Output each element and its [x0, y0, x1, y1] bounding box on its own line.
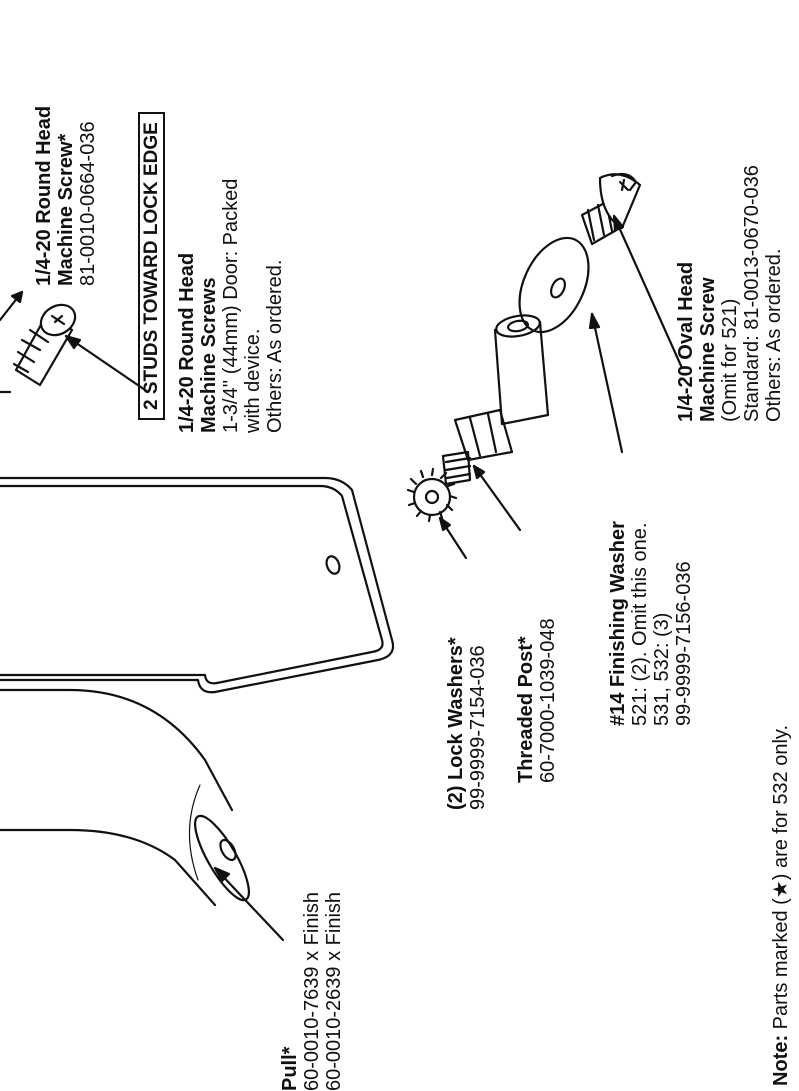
round-head-screw-top-name2: Machine Screw*: [55, 133, 77, 286]
pull-arrow: [213, 866, 285, 942]
lock-washers-arrow: [438, 516, 468, 560]
studs-box-text: 2 STUDS TOWARD LOCK EDGE: [138, 112, 165, 420]
round-head-screw-top-label: 1/4-20 Round Head Machine Screw* 81-0010…: [33, 105, 100, 286]
round-head-screws-line-1: 1-3/4'' (44mm) Door: Packed: [220, 178, 242, 433]
pull-part-1: 60-0010-7639 x Finish: [301, 891, 323, 1091]
round-head-screws-arrow: [64, 334, 150, 394]
round-head-machine-screws: [12, 303, 77, 387]
threaded-post: [441, 314, 550, 486]
pull-handle: [0, 688, 250, 907]
finishing-washer-name: #14 Finishing Washer: [607, 521, 629, 726]
finishing-washer-arrow: [588, 312, 624, 454]
studs-box: 2 STUDS TOWARD LOCK EDGE: [136, 112, 165, 420]
round-head-screws-label: 1/4-20 Round Head Machine Screws 1-3/4''…: [176, 178, 287, 434]
oval-head-screw-line-1: (Omit for 521): [719, 298, 741, 422]
round-head-screws-name: 1/4-20 Round Head: [176, 252, 198, 433]
pull-label: Pull* 60-0010-7639 x Finish 60-0010-2639…: [279, 891, 346, 1091]
oval-head-screw-line-3: Others: As ordered.: [763, 248, 785, 422]
threaded-post-part: 60-7000-1039-048: [537, 618, 559, 783]
oval-head-screw-name: 1/4-20 Oval Head: [675, 261, 697, 422]
round-head-screw-top: [0, 290, 24, 394]
oval-head-screw-name2: Machine Screw: [697, 277, 719, 422]
round-head-screws-line-3: Others: As ordered.: [264, 259, 286, 433]
pull-part-2: 60-0010-2639 x Finish: [323, 891, 345, 1091]
round-head-screw-top-part: 81-0010-0664-036: [77, 121, 99, 286]
finishing-washer-line-1: 521: (2). Omit this one.: [629, 522, 651, 726]
note-line: Note: Parts marked (★) are for 532 only.: [770, 724, 793, 1086]
oval-head-screw: [580, 172, 642, 246]
finishing-washer-line-2: 531, 532: (3): [651, 612, 673, 726]
pull-name: Pull*: [279, 1046, 301, 1091]
push-plate: [0, 476, 395, 694]
lock-washers-label: (2) Lock Washers* 99-9999-7154-036: [445, 637, 490, 810]
lock-washers-name: (2) Lock Washers*: [445, 637, 467, 810]
oval-head-screw-arrow: [612, 214, 684, 370]
finishing-washer-label: #14 Finishing Washer 521: (2). Omit this…: [607, 521, 696, 726]
finishing-washer-part: 99-9999-7156-036: [673, 561, 695, 726]
round-head-screws-line-2: with device.: [242, 328, 264, 434]
threaded-post-label: Threaded Post* 60-7000-1039-048: [515, 618, 560, 783]
note-text: Parts marked (★) are for 532 only.: [770, 724, 792, 1035]
note-label: Note: Parts marked (★) are for 532 only.: [770, 724, 793, 1086]
oval-head-screw-line-2: Standard: 81-0013-0670-036: [741, 165, 763, 422]
threaded-post-arrow: [472, 464, 522, 532]
round-head-screw-top-name: 1/4-20 Round Head: [33, 105, 55, 286]
lock-washer: [406, 467, 458, 523]
round-head-screws-name2: Machine Screws: [198, 277, 220, 433]
note-bold: Note:: [770, 1034, 792, 1086]
threaded-post-name: Threaded Post*: [515, 636, 537, 783]
lock-washers-part: 99-9999-7154-036: [467, 645, 489, 810]
finishing-washer: [518, 236, 590, 334]
oval-head-screw-label: 1/4-20 Oval Head Machine Screw (Omit for…: [675, 165, 786, 422]
